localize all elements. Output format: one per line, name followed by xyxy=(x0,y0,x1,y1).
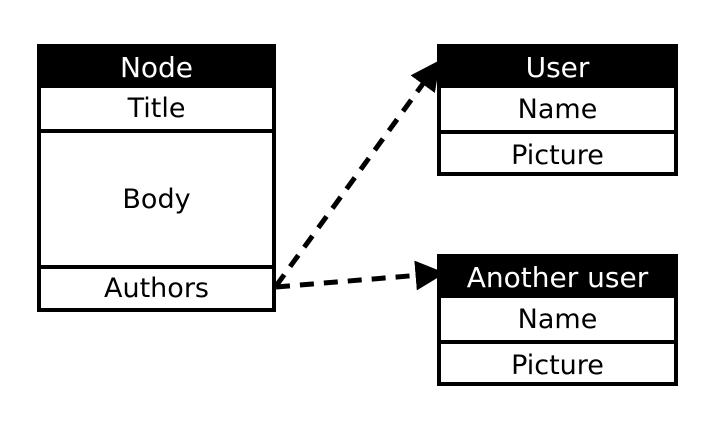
user-field-picture: Picture xyxy=(441,130,674,176)
authors-to-user-arrow xyxy=(273,59,441,288)
node-field-body: Body xyxy=(41,129,272,265)
node-field-title: Title xyxy=(127,93,186,124)
another-user-field-name: Name xyxy=(517,303,598,335)
node-header: Node xyxy=(41,48,272,88)
another-user-header: Another user xyxy=(441,258,674,298)
node-entity: Node Title Body Authors xyxy=(37,44,276,312)
another-user-field-picture: Picture xyxy=(441,340,674,386)
user-header: User xyxy=(441,48,674,88)
user-entity: User Name Picture xyxy=(437,44,678,176)
another-user-entity: Another user Name Picture xyxy=(437,254,678,386)
authors-to-another-user-arrow xyxy=(275,260,446,291)
user-field-name: Name xyxy=(517,93,598,125)
node-field-authors: Authors xyxy=(41,265,272,308)
